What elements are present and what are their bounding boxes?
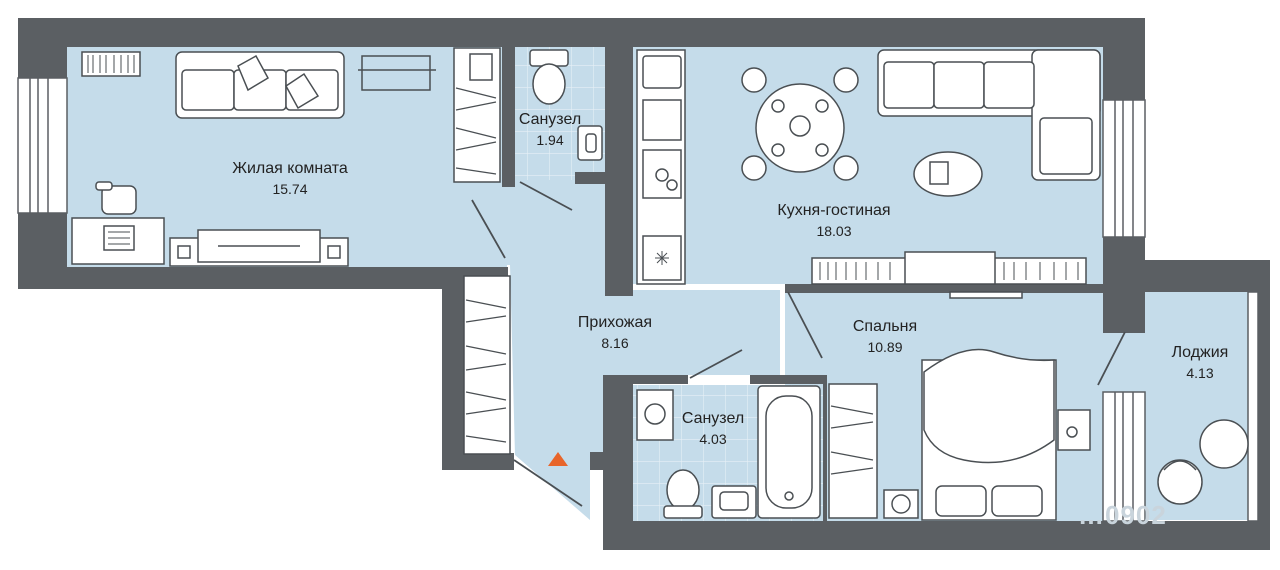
room-label-kitchen: Кухня-гостиная 18.03 [754, 200, 914, 242]
toilet-top [529, 49, 569, 105]
toilet-bottom [663, 469, 703, 519]
room-name-kitchen: Кухня-гостиная [777, 202, 891, 219]
inner-wall-bath-bottom-top2 [750, 375, 827, 384]
watermark: …0902 [1078, 500, 1167, 530]
room-name-loggia: Лоджия [1171, 344, 1229, 361]
tv-stand-kitchen [811, 251, 1087, 299]
inner-wall-kitchen-left [605, 47, 633, 290]
fan-left [883, 489, 919, 519]
room-name-bath-bottom: Санузел [681, 410, 745, 427]
tv-stand-living [169, 229, 349, 267]
door-kitchen [787, 291, 823, 359]
room-name-hall: Прихожая [577, 314, 653, 331]
hall-floor [507, 47, 780, 520]
bookshelf-living [81, 51, 141, 77]
outer-wall-living-bottom [18, 267, 508, 289]
outer-wall-left-top [18, 18, 67, 78]
room-name-bath-top: Санузел [518, 111, 582, 128]
sofa-kitchen [877, 49, 1101, 181]
loggia-table [1199, 419, 1249, 469]
outer-wall-right-top [1103, 18, 1145, 100]
desk-living [71, 217, 165, 265]
bed [921, 348, 1057, 521]
room-label-living: Жилая комната 15.74 [200, 158, 380, 200]
room-area-bath-bottom: 4.03 [699, 431, 727, 447]
room-label-bedroom: Спальня 10.89 [830, 316, 940, 358]
room-area-kitchen: 18.03 [816, 223, 852, 239]
door-bath-bottom [689, 349, 743, 379]
room-area-bedroom: 10.89 [867, 339, 903, 355]
room-area-bath-top: 1.94 [536, 132, 564, 148]
windows [17, 77, 1259, 522]
room-area-living: 15.74 [272, 181, 308, 197]
room-label-bath-bottom: Санузел 4.03 [673, 408, 753, 450]
inner-wall-bedroom-bath [823, 375, 827, 521]
room-label-loggia: Лоджия 4.13 [1156, 342, 1244, 384]
coffee-table [913, 151, 983, 197]
furniture [71, 47, 1249, 521]
inner-wall-kitchen-bottom-left [605, 270, 633, 296]
nightstand [1057, 409, 1091, 451]
outer-wall-bottom [603, 521, 1270, 550]
dining-table [741, 67, 859, 181]
wardrobe-hall [463, 275, 511, 455]
inner-wall-loggia-sep-top [1103, 292, 1129, 332]
door-entrance [513, 459, 583, 507]
window-living [17, 77, 68, 214]
sink-top [577, 125, 603, 161]
window-loggia [1247, 291, 1259, 522]
room-area-loggia: 4.13 [1186, 365, 1214, 381]
wardrobe-living [453, 47, 501, 183]
room-label-bath-top: Санузел 1.94 [510, 109, 590, 151]
inner-wall-kitchen-bedroom [785, 284, 1103, 293]
outer-wall-right-step [1103, 260, 1270, 292]
loggia-chair [1157, 459, 1203, 505]
doors [471, 181, 1126, 507]
window-kitchen [1102, 99, 1146, 238]
room-name-bedroom: Спальня [852, 318, 918, 335]
office-chair [95, 181, 137, 215]
door-living [471, 199, 506, 259]
room-name-living: Жилая комната [232, 160, 348, 177]
sofa-living [175, 51, 345, 119]
room-area-hall: 8.16 [601, 335, 629, 351]
outer-wall-hall-left [442, 267, 466, 470]
entrance-triangle-icon [548, 452, 568, 466]
outer-wall-loggia-right [1256, 260, 1270, 550]
washing-machine [636, 389, 674, 441]
inner-wall-bath-top-right [575, 172, 605, 184]
window-bedroom [1102, 391, 1146, 522]
outer-wall-door-jamb [590, 452, 610, 470]
wardrobe-bedroom [828, 383, 878, 519]
chair-frame-living [358, 55, 436, 91]
inner-wall-bath-top-left [502, 47, 515, 187]
outer-wall-hall-bottom [442, 453, 514, 470]
outer-wall-top [18, 18, 1145, 47]
walls [18, 18, 1270, 550]
door-bath-top [519, 181, 573, 211]
room-label-hall: Прихожая 8.16 [555, 312, 675, 354]
kitchen-counter [636, 49, 686, 285]
sink-bottom [711, 485, 757, 519]
inner-wall-bath-bottom-top [603, 375, 688, 384]
door-loggia [1097, 331, 1126, 386]
bathtub [757, 385, 821, 519]
